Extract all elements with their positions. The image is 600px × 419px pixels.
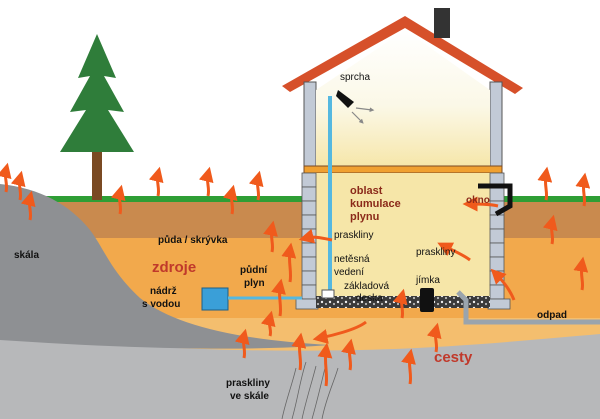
label-jimka: jímka — [415, 275, 440, 286]
window-well — [478, 183, 513, 217]
label-zdroje: zdroje — [152, 259, 196, 276]
label-zone-3: plynu — [350, 211, 379, 223]
label-nadrz-2: s vodou — [142, 299, 180, 310]
basement-wall-left — [295, 172, 319, 310]
shower-head — [336, 90, 354, 108]
label-odpad: odpad — [537, 310, 567, 321]
basement-interior — [316, 173, 490, 305]
radon-arrows — [0, 162, 591, 387]
label-zone-1: oblast — [350, 185, 383, 197]
label-deska-2: deska — [356, 293, 383, 304]
drain-pipe — [456, 290, 600, 325]
label-netesna-2: vedení — [334, 267, 364, 278]
label-pudni-2: plyn — [244, 278, 265, 289]
label-praskliny-right: praskliny — [416, 247, 455, 258]
label-deska-1: základová — [344, 281, 389, 292]
water-tank — [201, 287, 229, 311]
tree — [60, 34, 134, 200]
label-sprcha: sprcha — [340, 72, 370, 83]
label-netesna-1: netěsná — [334, 254, 370, 265]
sump-pit — [420, 288, 434, 312]
bedrock — [0, 330, 600, 419]
upper-interior — [316, 30, 490, 168]
label-praskliny-top: praskliny — [334, 230, 373, 241]
floor-beam — [303, 165, 503, 174]
grass-line — [0, 196, 600, 202]
label-nadrz-1: nádrž — [150, 286, 177, 297]
labels: sprcha oblast kumulace plynu okno praskl… — [14, 72, 567, 402]
rock-outcrop — [0, 184, 330, 349]
label-puda: půda / skrývka — [158, 234, 228, 246]
rock-cracks — [281, 361, 339, 419]
water-pipe — [328, 96, 332, 296]
chimney — [434, 8, 450, 38]
label-skala-cracks-1: praskliny — [226, 378, 270, 389]
label-pudni-1: půdní — [240, 264, 268, 276]
label-skala: skála — [14, 250, 39, 261]
label-skala-cracks-2: ve skále — [230, 391, 269, 402]
label-zone-2: kumulace — [350, 198, 401, 210]
label-okno: okno — [466, 195, 490, 206]
label-cesty: cesty — [434, 349, 473, 366]
